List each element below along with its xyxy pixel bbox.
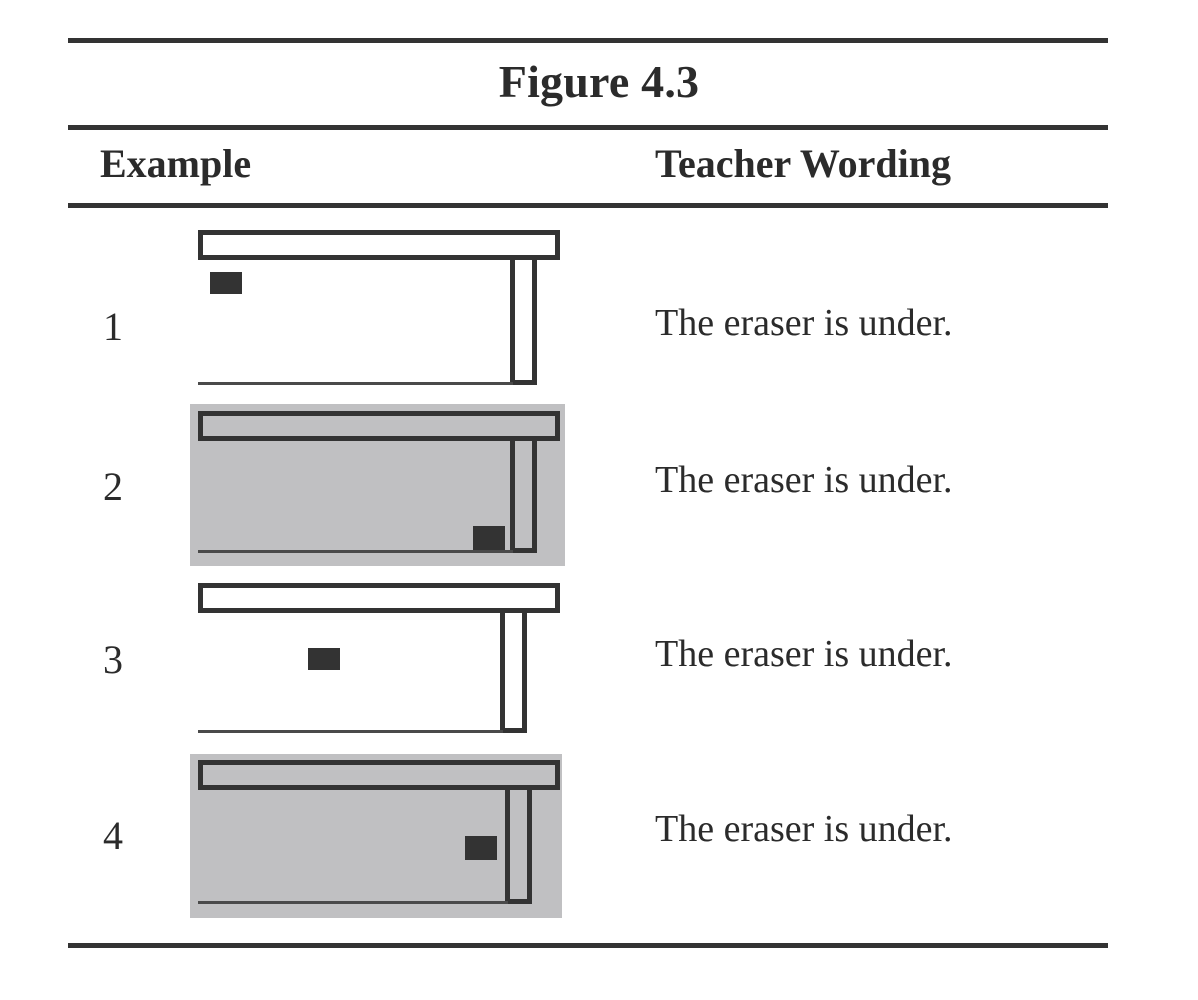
desk-top [198, 760, 560, 790]
teacher-wording: The eraser is under. [655, 302, 953, 344]
desk-leg [510, 260, 537, 385]
floor-line [198, 382, 513, 385]
row-index: 2 [103, 464, 123, 509]
desk-diagram [190, 575, 570, 740]
desk-leg [510, 441, 537, 553]
floor-line [198, 730, 503, 733]
row-index: 1 [103, 304, 123, 349]
desk-diagram [190, 222, 570, 397]
eraser [308, 648, 340, 670]
desk-top [198, 411, 560, 441]
table-row: 4 The eraser is under. [0, 748, 1198, 918]
desk-diagram [190, 399, 570, 569]
table-row: 2 The eraser is under. [0, 399, 1198, 569]
floor-line [198, 550, 513, 553]
eraser [465, 836, 497, 860]
desk-leg [505, 790, 532, 904]
teacher-wording: The eraser is under. [655, 459, 953, 501]
row-index: 4 [103, 813, 123, 858]
header-rule [68, 203, 1108, 208]
eraser [473, 526, 505, 550]
desk-top [198, 583, 560, 613]
title-rule [68, 125, 1108, 130]
shaded-backdrop [190, 754, 562, 918]
teacher-wording: The eraser is under. [655, 633, 953, 675]
top-rule [68, 38, 1108, 43]
row-index: 3 [103, 637, 123, 682]
column-header-wording: Teacher Wording [655, 141, 951, 186]
teacher-wording: The eraser is under. [655, 808, 953, 850]
table-row: 3 The eraser is under. [0, 575, 1198, 740]
figure-title: Figure 4.3 [498, 56, 700, 107]
eraser [210, 272, 242, 294]
bottom-rule [68, 943, 1108, 948]
table-row: 1 The eraser is under. [0, 222, 1198, 397]
desk-diagram [190, 748, 570, 918]
floor-line [198, 901, 508, 904]
desk-leg [500, 613, 527, 733]
column-header-example: Example [100, 141, 252, 186]
desk-top [198, 230, 560, 260]
